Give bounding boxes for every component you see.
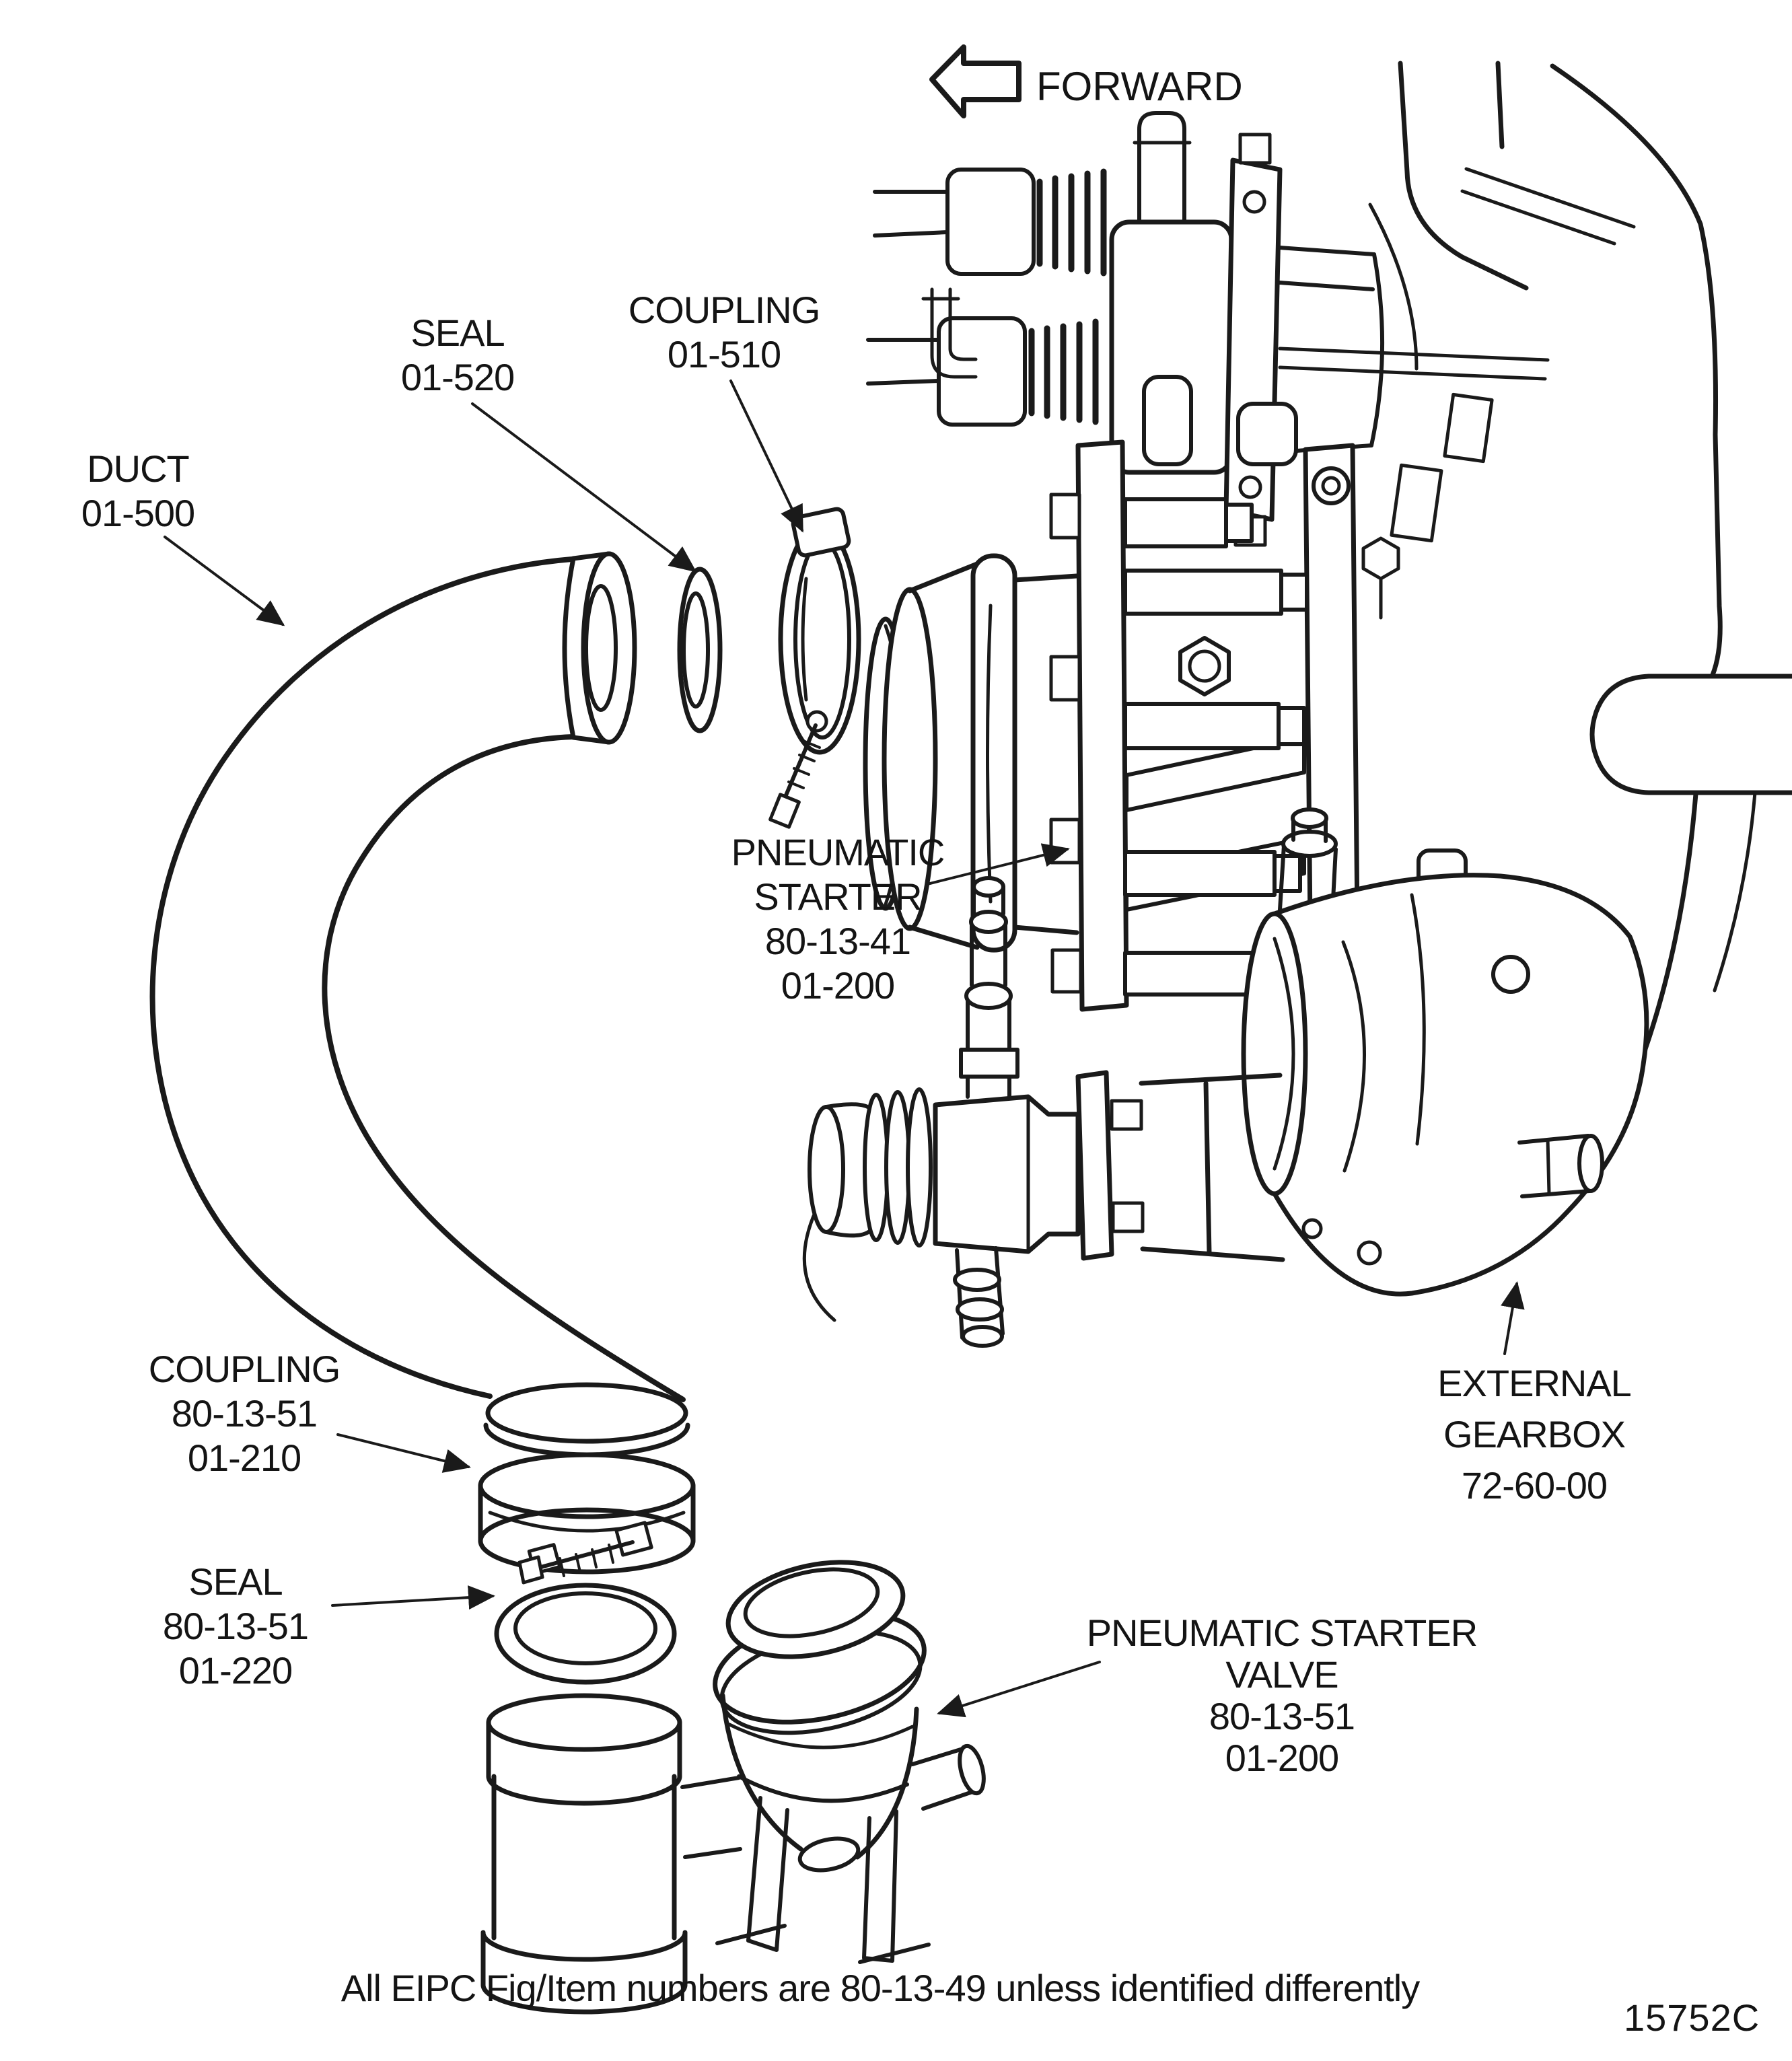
- label-seal-lower-ref: 80-13-51: [162, 1605, 309, 1647]
- coupling-lower-leader: [336, 1433, 471, 1473]
- label-seal-lower: SEAL 80-13-51 01-220: [162, 1560, 309, 1693]
- figure-number: 15752C: [1624, 1996, 1760, 2039]
- label-seal-lower-item: 01-220: [178, 1649, 293, 1692]
- label-seal-upper-item: 01-520: [400, 356, 515, 398]
- forward-label: FORWARD: [1036, 64, 1243, 109]
- label-duct-name: DUCT: [87, 447, 190, 490]
- starter-solenoid-assembly: [866, 111, 1550, 547]
- pneumatic-starter-leader: [926, 843, 1070, 885]
- label-coupling-upper: COUPLING 01-510: [629, 288, 820, 377]
- seal-lower-drawing: [494, 1583, 677, 1685]
- label-coupling-upper-name: COUPLING: [628, 289, 820, 331]
- label-external-gearbox-line2: GEARBOX: [1443, 1413, 1626, 1455]
- seal-lower-leader: [331, 1585, 495, 1610]
- label-coupling-upper-item: 01-510: [667, 333, 781, 375]
- label-pneumatic-starter-line2: STARTER: [754, 875, 922, 918]
- label-coupling-lower: COUPLING 80-13-51 01-210: [149, 1347, 341, 1480]
- duct-leader: [164, 536, 285, 626]
- label-coupling-lower-ref: 80-13-51: [171, 1392, 318, 1435]
- label-starter-valve: PNEUMATIC STARTER VALVE 80-13-51 01-200: [1086, 1612, 1478, 1779]
- engine-outline: [1368, 61, 1792, 1214]
- control-valve-drawing: [802, 876, 1285, 1348]
- label-duct-item: 01-500: [81, 492, 195, 534]
- label-coupling-lower-name: COUPLING: [148, 1348, 341, 1390]
- label-starter-valve-ref: 80-13-51: [1209, 1695, 1355, 1737]
- label-seal-upper: SEAL 01-520: [400, 311, 515, 400]
- label-seal-lower-name: SEAL: [188, 1560, 283, 1603]
- label-external-gearbox: EXTERNAL GEARBOX 72-60-00: [1437, 1358, 1632, 1511]
- label-external-gearbox-line1: EXTERNAL: [1437, 1362, 1632, 1404]
- duct-drawing: [149, 551, 690, 1457]
- coupling-upper-leader: [729, 379, 803, 533]
- coupling-upper-drawing: [768, 507, 861, 829]
- starter-valve-leader: [937, 1661, 1101, 1718]
- seal-upper-drawing: [677, 567, 723, 733]
- external-gearbox-drawing: [1241, 807, 1649, 1297]
- label-starter-valve-line1: PNEUMATIC STARTER: [1086, 1612, 1478, 1654]
- label-seal-upper-name: SEAL: [410, 312, 505, 354]
- inlet-tube-drawing: [480, 1693, 688, 2015]
- label-pneumatic-starter-item: 01-200: [781, 964, 895, 1007]
- label-pneumatic-starter-ref: 80-13-41: [764, 920, 911, 962]
- starter-valve-drawing: [680, 1560, 986, 1964]
- label-pneumatic-starter: PNEUMATIC STARTER 80-13-41 01-200: [731, 830, 945, 1008]
- external-gearbox-leader: [1501, 1281, 1525, 1355]
- label-pneumatic-starter-line1: PNEUMATIC: [731, 831, 945, 873]
- label-starter-valve-item: 01-200: [1225, 1737, 1339, 1779]
- footer-note: All EIPC Fig/Item numbers are 80-13-49 u…: [341, 1967, 1420, 2009]
- label-starter-valve-line2: VALVE: [1225, 1653, 1338, 1696]
- leader-arrows: [164, 379, 1525, 1718]
- seal-upper-leader: [471, 402, 697, 573]
- label-duct: DUCT 01-500: [81, 447, 195, 536]
- label-coupling-lower-item: 01-210: [187, 1437, 301, 1479]
- coupling-lower-drawing: [478, 1452, 696, 1585]
- forward-arrow-icon: [929, 44, 1022, 118]
- label-external-gearbox-ref: 72-60-00: [1461, 1464, 1608, 1507]
